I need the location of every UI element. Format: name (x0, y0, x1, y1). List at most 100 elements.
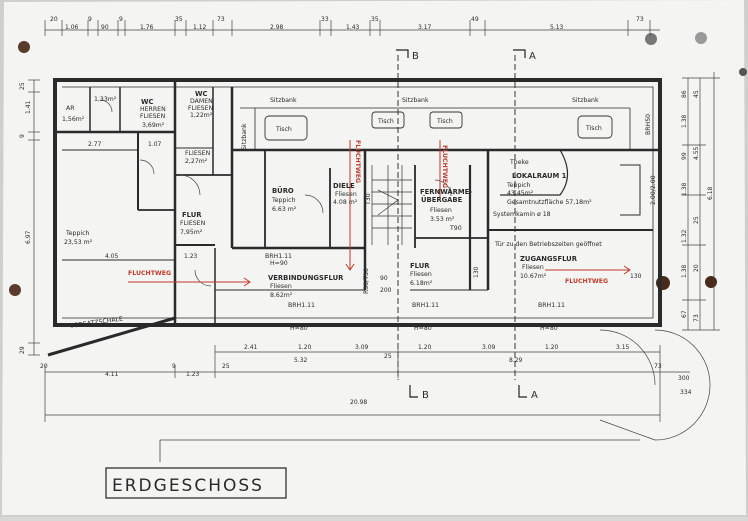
svg-text:35: 35 (371, 16, 379, 23)
svg-text:Systemkamin ø 18: Systemkamin ø 18 (493, 211, 551, 218)
svg-text:1.38: 1.38 (681, 114, 688, 128)
svg-text:Tisch: Tisch (436, 118, 453, 125)
svg-text:Teppich: Teppich (271, 197, 296, 204)
svg-text:FLUCHTWEG: FLUCHTWEG (354, 140, 361, 183)
svg-text:7,95m²: 7,95m² (180, 229, 203, 236)
svg-text:ZUGANGSFLUR: ZUGANGSFLUR (520, 255, 578, 263)
room-fliesen: FLIESEN 2,27m² (185, 150, 211, 165)
room-wc-damen: WC DAMEN FLIESEN 1,22m² (188, 90, 214, 119)
left-dimension-line (28, 79, 40, 356)
svg-text:BRH50: BRH50 (645, 114, 652, 135)
svg-text:33: 33 (321, 16, 329, 23)
pin-icon (695, 32, 707, 44)
svg-text:20: 20 (693, 264, 700, 272)
svg-text:1,56m²: 1,56m² (62, 116, 85, 123)
svg-text:49: 49 (471, 16, 479, 23)
svg-text:2.77: 2.77 (88, 141, 102, 148)
staircase (371, 165, 412, 245)
svg-text:H=90: H=90 (270, 260, 288, 267)
svg-text:FLIESEN: FLIESEN (188, 105, 214, 112)
svg-text:1.20: 1.20 (545, 344, 559, 351)
room-fernwaerme: FERNWÄRME- ÜBERGABE Fliesen 3.53 m² (420, 187, 472, 223)
svg-text:FLUR: FLUR (410, 262, 430, 270)
svg-text:9: 9 (88, 16, 92, 23)
svg-text:VERBINDUNGSFLUR: VERBINDUNGSFLUR (268, 274, 344, 282)
svg-text:B: B (412, 51, 419, 62)
svg-text:Fliesen: Fliesen (430, 207, 452, 214)
svg-text:FLUCHTWEG: FLUCHTWEG (128, 270, 171, 277)
svg-text:Fliesen: Fliesen (335, 191, 357, 198)
svg-text:130: 130 (473, 266, 480, 278)
svg-text:HERREN: HERREN (140, 106, 166, 113)
svg-text:4.08 m²: 4.08 m² (333, 199, 358, 206)
svg-text:1.38: 1.38 (681, 264, 688, 278)
svg-text:DIELE: DIELE (333, 182, 355, 190)
svg-text:FLUCHTWEG: FLUCHTWEG (441, 145, 448, 188)
svg-text:130: 130 (630, 273, 642, 280)
svg-text:DAMEN: DAMEN (190, 98, 213, 105)
svg-text:BRH1.11: BRH1.11 (412, 302, 439, 309)
svg-text:90: 90 (380, 275, 388, 282)
svg-text:R30/T30: R30/T30 (363, 268, 370, 294)
svg-text:Teppich: Teppich (506, 182, 531, 189)
svg-text:334: 334 (680, 389, 692, 396)
svg-text:T90: T90 (449, 225, 462, 232)
room-flur-left: FLUR FLIESEN 7,95m² (180, 211, 206, 236)
bottom-dimension-labels: 2.41 1.20 3.09 1.20 3.09 1.20 3.15 20 4.… (40, 344, 692, 406)
svg-text:Fliesen: Fliesen (270, 283, 292, 290)
svg-text:73: 73 (636, 16, 644, 23)
svg-text:Sitzbank: Sitzbank (572, 97, 599, 104)
svg-text:T30: T30 (365, 193, 372, 206)
section-lines (397, 55, 516, 380)
svg-text:29: 29 (19, 346, 26, 354)
misc-labels: FLUCHTWEG FLUCHTWEG FLUCHTWEG FLUCHTWEG … (128, 114, 657, 332)
plan-title: ERDGESCHOSS (112, 476, 264, 496)
pin-icon (739, 68, 747, 76)
svg-text:90: 90 (101, 24, 109, 31)
pin-icon (705, 276, 717, 288)
svg-text:99: 99 (681, 152, 688, 160)
pin-icon (18, 41, 30, 53)
svg-text:300: 300 (678, 375, 690, 382)
svg-text:FERNWÄRME-: FERNWÄRME- (420, 187, 472, 196)
svg-text:Tisch: Tisch (275, 126, 292, 133)
svg-text:FLIESEN: FLIESEN (185, 150, 211, 157)
svg-text:1,22m²: 1,22m² (190, 112, 213, 119)
room-zugangsflur: ZUGANGSFLUR Fliesen 10.67m² (520, 255, 578, 280)
svg-text:6.97: 6.97 (25, 230, 32, 244)
top-dimension-line (44, 20, 660, 36)
room-wc-herren: WC HERREN FLIESEN 3,69m² (140, 98, 166, 129)
svg-text:1.23: 1.23 (186, 371, 200, 378)
svg-text:1.32: 1.32 (681, 229, 688, 243)
tables (264, 111, 613, 141)
svg-text:FLUCHTWEG: FLUCHTWEG (565, 278, 608, 285)
svg-text:1.12: 1.12 (193, 24, 207, 31)
pin-icon (9, 284, 21, 296)
svg-text:4.55: 4.55 (693, 146, 700, 160)
title-box (105, 467, 287, 499)
svg-text:5.13: 5.13 (550, 24, 564, 31)
svg-text:73: 73 (217, 16, 225, 23)
svg-text:23,53 m²: 23,53 m² (64, 239, 93, 246)
svg-text:9: 9 (119, 16, 123, 23)
svg-text:2.98: 2.98 (270, 24, 284, 31)
svg-text:Fliesen: Fliesen (522, 264, 544, 271)
svg-text:1.43: 1.43 (346, 24, 360, 31)
svg-text:AR: AR (66, 105, 75, 112)
svg-text:FLIESEN: FLIESEN (180, 220, 206, 227)
svg-text:6.18: 6.18 (707, 186, 714, 200)
svg-text:2.41: 2.41 (244, 344, 258, 351)
right-dimension-lines (682, 72, 720, 331)
svg-text:3.53 m²: 3.53 m² (430, 216, 455, 223)
svg-text:20: 20 (50, 16, 58, 23)
svg-text:H=80: H=80 (414, 325, 432, 332)
svg-text:BÜRO: BÜRO (272, 186, 294, 195)
svg-text:FLIESEN: FLIESEN (140, 113, 166, 120)
svg-text:Tisch: Tisch (585, 125, 602, 132)
svg-text:Gesamtnutzfläche 57,18m²: Gesamtnutzfläche 57,18m² (507, 199, 592, 206)
svg-text:25: 25 (222, 363, 230, 370)
room-buero: BÜRO Teppich 6.63 m² (271, 186, 297, 213)
svg-text:Theke: Theke (509, 159, 529, 166)
